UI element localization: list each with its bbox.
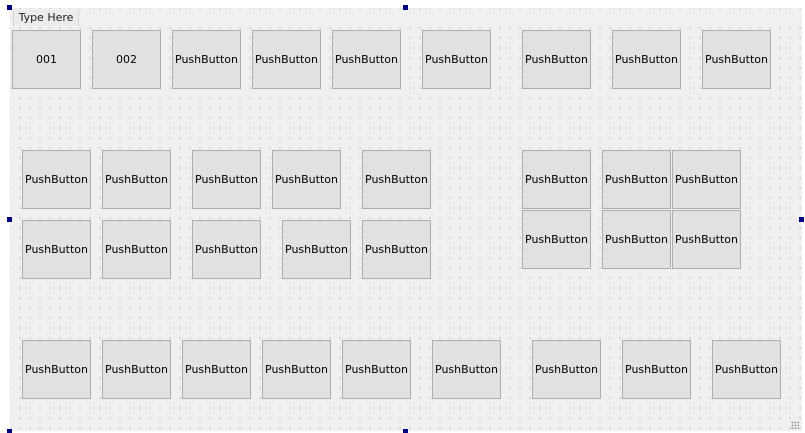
menu-bar: Type Here — [11, 9, 801, 27]
resize-handle-top-left[interactable] — [7, 5, 12, 10]
push-button[interactable]: PushButton — [102, 150, 171, 209]
push-button[interactable]: PushButton — [172, 30, 241, 89]
push-button[interactable]: PushButton — [522, 150, 591, 209]
push-button-002[interactable]: 002 — [92, 30, 161, 89]
push-button[interactable]: PushButton — [672, 210, 741, 269]
push-button[interactable]: PushButton — [262, 340, 331, 399]
push-button[interactable]: PushButton — [332, 30, 401, 89]
resize-handle-top[interactable] — [403, 5, 408, 10]
push-button[interactable]: PushButton — [602, 150, 671, 209]
push-button[interactable]: PushButton — [22, 220, 91, 279]
push-button[interactable]: PushButton — [422, 30, 491, 89]
push-button[interactable]: PushButton — [282, 220, 351, 279]
push-button[interactable]: PushButton — [22, 150, 91, 209]
size-grip-icon[interactable] — [791, 421, 799, 429]
push-button[interactable]: PushButton — [672, 150, 741, 209]
push-button[interactable]: PushButton — [192, 150, 261, 209]
push-button[interactable]: PushButton — [432, 340, 501, 399]
resize-handle-left[interactable] — [7, 217, 12, 222]
push-button[interactable]: PushButton — [622, 340, 691, 399]
push-button-001[interactable]: 001 — [12, 30, 81, 89]
push-button[interactable]: PushButton — [612, 30, 681, 89]
push-button[interactable]: PushButton — [272, 150, 341, 209]
push-button[interactable]: PushButton — [102, 220, 171, 279]
push-button[interactable]: PushButton — [22, 340, 91, 399]
resize-handle-bottom-left[interactable] — [7, 429, 12, 433]
menu-type-here-placeholder[interactable]: Type Here — [13, 10, 79, 26]
push-button[interactable]: PushButton — [362, 220, 431, 279]
push-button[interactable]: PushButton — [522, 210, 591, 269]
push-button[interactable]: PushButton — [712, 340, 781, 399]
push-button[interactable]: PushButton — [342, 340, 411, 399]
push-button[interactable]: PushButton — [182, 340, 251, 399]
push-button[interactable]: PushButton — [192, 220, 261, 279]
push-button[interactable]: PushButton — [362, 150, 431, 209]
push-button[interactable]: PushButton — [532, 340, 601, 399]
push-button[interactable]: PushButton — [602, 210, 671, 269]
push-button[interactable]: PushButton — [102, 340, 171, 399]
push-button[interactable]: PushButton — [702, 30, 771, 89]
resize-handle-right[interactable] — [799, 217, 804, 222]
push-button[interactable]: PushButton — [252, 30, 321, 89]
resize-handle-bottom[interactable] — [403, 429, 408, 433]
push-button[interactable]: PushButton — [522, 30, 591, 89]
